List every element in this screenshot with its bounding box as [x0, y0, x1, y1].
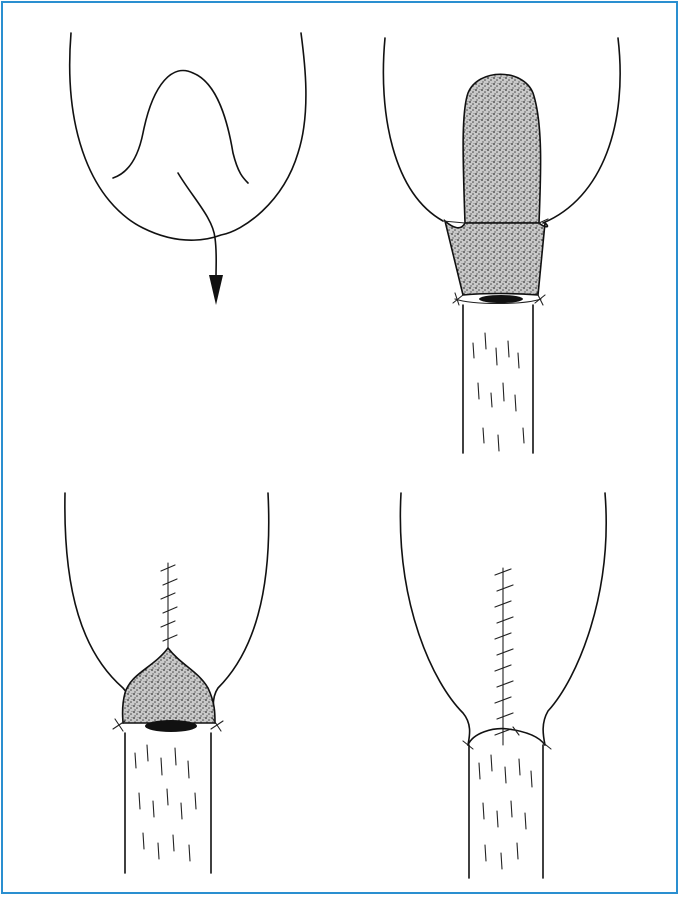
panel-final-closure	[373, 483, 633, 883]
wound-opening	[479, 295, 523, 303]
arrow-shaft	[178, 173, 216, 278]
suture-stitches	[161, 565, 177, 641]
wound-opening	[145, 720, 197, 732]
suture-stitches	[495, 569, 513, 735]
palm-outline	[400, 493, 469, 745]
palm-outline	[65, 493, 129, 723]
panel-incision	[43, 23, 333, 323]
stippled-flap	[463, 74, 541, 223]
arrow-head-icon	[209, 275, 223, 305]
flap-incision	[113, 71, 248, 184]
panel-advanced-flap	[373, 23, 633, 463]
palm-outline	[383, 38, 443, 221]
panel-partial-closure	[43, 483, 303, 883]
stippled-flap	[123, 648, 216, 723]
flap-base	[445, 221, 547, 295]
finger-outline	[70, 33, 306, 240]
